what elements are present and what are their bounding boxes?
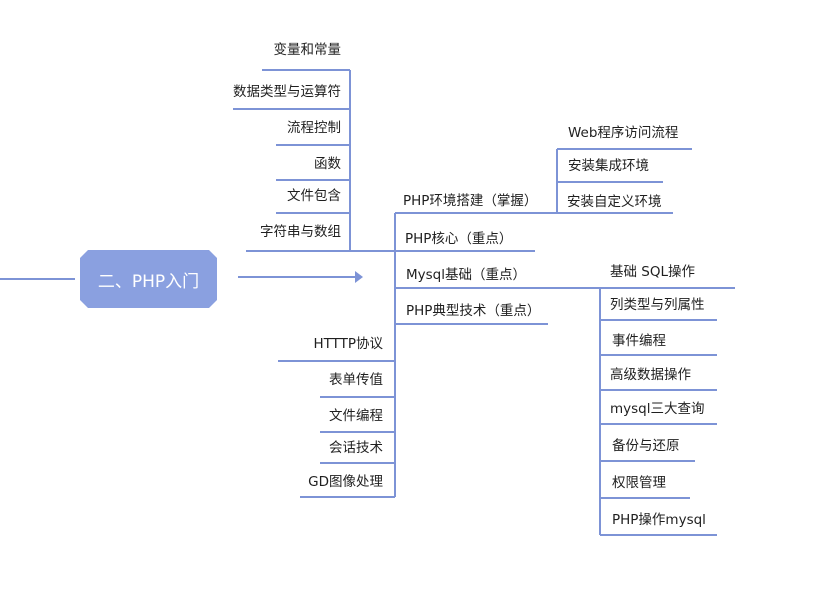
topic-form-passing[interactable]: 表单传值 (329, 372, 383, 388)
branch-mysql-basics[interactable]: Mysql基础（重点） (406, 267, 526, 283)
topic-basic-sql[interactable]: 基础 SQL操作 (610, 264, 696, 280)
topic-file-programming[interactable]: 文件编程 (329, 408, 383, 424)
branch-php-core[interactable]: PHP核心（重点） (405, 231, 513, 247)
topic-install-custom-env[interactable]: 安装自定义环境 (567, 194, 662, 210)
topic-event-programming[interactable]: 事件编程 (612, 333, 666, 349)
topic-flow-control[interactable]: 流程控制 (287, 120, 341, 136)
branch-php-typical-tech[interactable]: PHP典型技术（重点） (406, 303, 541, 319)
topic-functions[interactable]: 函数 (314, 156, 341, 172)
topic-http-protocol[interactable]: HTTTP协议 (313, 336, 383, 352)
topic-column-types[interactable]: 列类型与列属性 (610, 297, 705, 313)
topic-variables-constants[interactable]: 变量和常量 (273, 42, 342, 58)
topic-gd-image[interactable]: GD图像处理 (308, 474, 383, 490)
topic-data-types-operators[interactable]: 数据类型与运算符 (233, 84, 341, 100)
branch-php-env-setup[interactable]: PHP环境搭建（掌握） (403, 193, 538, 209)
topic-web-access-flow[interactable]: Web程序访问流程 (568, 125, 679, 141)
topic-permission-management[interactable]: 权限管理 (612, 475, 666, 491)
topic-php-mysql[interactable]: PHP操作mysql (612, 512, 706, 528)
topic-mysql-queries[interactable]: mysql三大查询 (610, 401, 705, 417)
root-topic[interactable]: 二、PHP入门 (80, 250, 217, 308)
topic-advanced-data-ops[interactable]: 高级数据操作 (610, 367, 691, 383)
topic-backup-restore[interactable]: 备份与还原 (612, 438, 680, 454)
topic-install-integrated-env[interactable]: 安装集成环境 (568, 158, 649, 174)
topic-file-include[interactable]: 文件包含 (287, 188, 341, 204)
topic-session-tech[interactable]: 会话技术 (329, 440, 383, 456)
topic-strings-arrays[interactable]: 字符串与数组 (260, 224, 341, 240)
